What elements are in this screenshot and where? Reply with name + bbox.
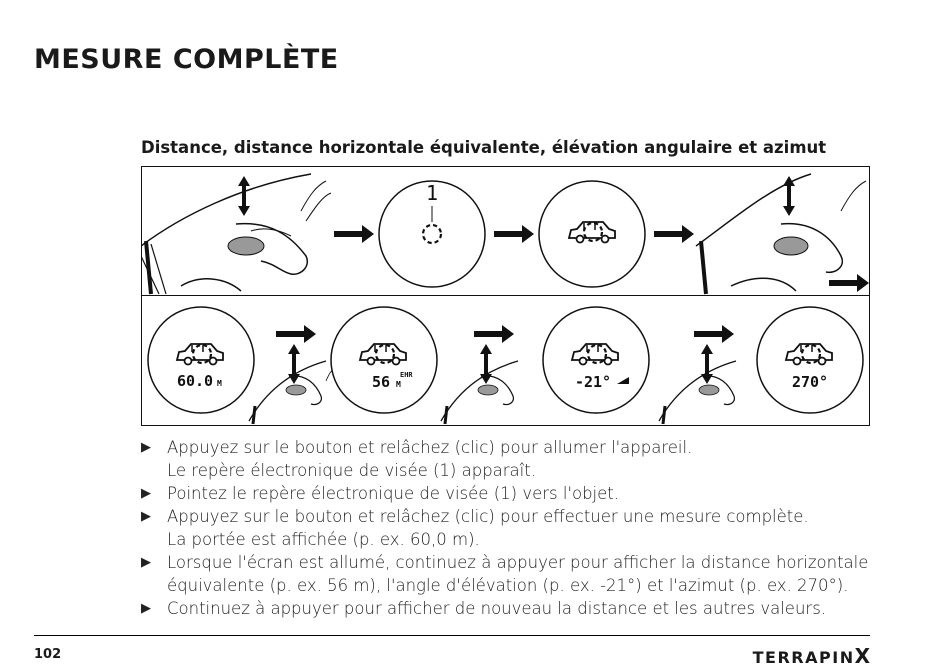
bullet-triangle-icon: ▶	[141, 601, 151, 616]
arrow-right-icon	[276, 325, 316, 343]
instruction-item: ▶ Appuyez sur le bouton et relâchez (cli…	[141, 436, 901, 482]
readout-badge-ehr: EHR	[400, 371, 413, 379]
footer-divider	[34, 635, 870, 636]
brand-x: X	[854, 644, 870, 668]
instruction-item: ▶ Appuyez sur le bouton et relâchez (cli…	[141, 505, 901, 551]
readout-value: 60.0	[177, 372, 213, 390]
brand-name: TERRAPIN	[752, 648, 855, 667]
target-viewfinder	[538, 180, 646, 288]
arrow-right-icon	[694, 325, 734, 343]
instruction-list: ▶ Appuyez sur le bouton et relâchez (cli…	[141, 436, 901, 620]
page-number: 102	[34, 647, 62, 662]
reticle-callout-label: 1	[426, 181, 438, 205]
arrow-right-icon	[474, 325, 514, 343]
instruction-line: Continuez à appuyer pour afficher de nou…	[167, 599, 827, 618]
readout-value: -21°	[575, 373, 611, 391]
instruction-item: ▶ Pointez le repère électronique de visé…	[141, 482, 901, 505]
device-press-small-2	[440, 344, 519, 425]
readout-azimuth: 270°	[756, 306, 864, 414]
instruction-line: équivalente (p. ex. 56 m), l'angle d'élé…	[167, 576, 849, 595]
bullet-triangle-icon: ▶	[141, 555, 151, 570]
device-press-illustration-1	[141, 173, 332, 295]
arrow-right-icon	[654, 225, 694, 243]
readout-distance: 60.0 M	[147, 306, 255, 414]
arrow-right-icon	[494, 225, 534, 243]
section-subtitle: Distance, distance horizontale équivalen…	[141, 138, 827, 157]
readout-value: 56	[372, 373, 390, 391]
arrow-right-icon	[829, 274, 869, 292]
instruction-line: Le repère électronique de visée (1) appa…	[167, 461, 536, 480]
bullet-triangle-icon: ▶	[141, 440, 151, 455]
readout-horizontal-distance: 56 M EHR	[330, 306, 438, 414]
readout-value: 270°	[792, 373, 828, 391]
instruction-line: Lorsque l'écran est allumé, continuez à …	[167, 553, 869, 572]
device-press-illustration-2	[695, 173, 867, 295]
instruction-line: Appuyez sur le bouton et relâchez (clic)…	[167, 507, 809, 526]
reticle-viewfinder: 1	[378, 180, 486, 288]
procedure-illustration: 1 60.0 M	[141, 166, 870, 426]
readout-elevation: -21°	[542, 306, 650, 414]
bullet-triangle-icon: ▶	[141, 486, 151, 501]
page-title: MESURE COMPLÈTE	[34, 44, 339, 75]
bullet-triangle-icon: ▶	[141, 509, 151, 524]
device-press-small-1	[248, 344, 337, 425]
brand-logo: TERRAPINX	[753, 644, 870, 668]
readout-unit: M	[396, 380, 401, 389]
arrow-right-icon	[334, 225, 374, 243]
instruction-line: Pointez le repère électronique de visée …	[167, 484, 619, 503]
instruction-line: Appuyez sur le bouton et relâchez (clic)…	[167, 438, 693, 457]
instruction-item: ▶ Continuez à appuyer pour afficher de n…	[141, 597, 901, 620]
device-press-small-3	[658, 344, 737, 425]
readout-unit: M	[217, 379, 222, 388]
instruction-line: La portée est affichée (p. ex. 60,0 m).	[167, 530, 480, 549]
instruction-item: ▶ Lorsque l'écran est allumé, continuez …	[141, 551, 901, 597]
elevation-angle-icon	[617, 377, 629, 384]
